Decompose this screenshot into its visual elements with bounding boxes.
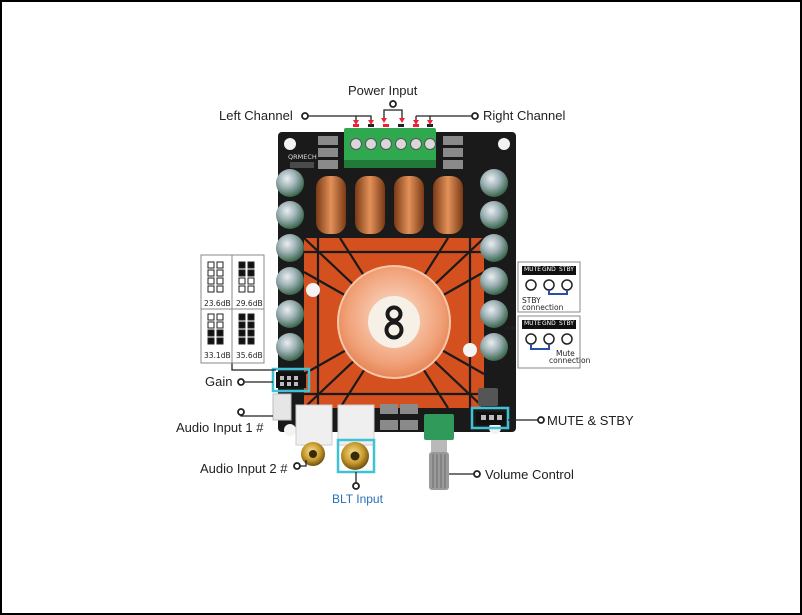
jumper-pin	[207, 321, 215, 329]
jumper-pin	[207, 285, 215, 293]
jumper-pin	[207, 329, 215, 337]
jumper-pin	[216, 321, 224, 329]
label-audio-input-1: Audio Input 1 #	[176, 420, 264, 435]
capacitors-left	[276, 169, 304, 361]
jumper-pin	[216, 269, 224, 277]
fan-logo-icon	[384, 305, 404, 340]
stby-panel	[517, 261, 581, 313]
gain-setting-3: 33.1dB	[204, 351, 231, 360]
jumper-pin	[238, 277, 246, 285]
capacitors-right	[480, 169, 508, 361]
jumper-pin	[238, 261, 246, 269]
mute-panel-caption-1: Mute	[556, 349, 575, 358]
stby-panel-pin-gnd: GND	[542, 266, 556, 273]
callout-dots	[237, 100, 545, 490]
jumper-pin	[247, 277, 255, 285]
volume-potentiometer	[424, 414, 454, 490]
label-power-input: Power Input	[348, 83, 418, 98]
jumper-pin	[207, 277, 215, 285]
mute-panel-caption-2: connection	[549, 356, 591, 365]
gain-setting-2: 29.6dB	[236, 299, 263, 308]
jumper-pin	[216, 261, 224, 269]
mute-panel-pin-mute: MUTE	[524, 320, 542, 327]
label-mute-stby: MUTE & STBY	[547, 413, 634, 428]
gain-setting-1: 23.6dB	[204, 299, 231, 308]
jumper-pin	[247, 261, 255, 269]
jumper-pin	[216, 277, 224, 285]
label-volume-control: Volume Control	[485, 467, 574, 482]
jumper-pin	[216, 337, 224, 345]
stby-panel-pin-mute: MUTE	[524, 266, 542, 273]
jumper-pin	[247, 329, 255, 337]
jumper-pin	[216, 329, 224, 337]
lower-components	[380, 388, 498, 430]
label-blt-input: BLT Input	[332, 492, 383, 506]
label-left-channel: Left Channel	[219, 108, 293, 123]
top-small-components	[290, 136, 463, 169]
gain-jumper-icons	[207, 261, 255, 345]
label-right-channel: Right Channel	[483, 108, 566, 123]
jumper-pin	[238, 269, 246, 277]
jumper-pin	[207, 337, 215, 345]
cooling-fan	[337, 265, 451, 379]
stby-panel-caption-2: connection	[522, 303, 564, 312]
audio-input-1-connector	[272, 393, 292, 421]
gain-setting-4: 35.6dB	[236, 351, 263, 360]
spacer-nub	[463, 343, 477, 357]
mute-stby-header	[476, 412, 506, 425]
gain-highlight-box	[271, 367, 311, 393]
board-marking: QRMECH	[288, 153, 317, 161]
inductors	[316, 176, 463, 234]
polarity-marks	[353, 124, 433, 127]
jumper-pin	[247, 337, 255, 345]
mute-stby-highlight-box	[470, 406, 510, 430]
label-audio-input-2: Audio Input 2 #	[200, 461, 288, 476]
rca-jacks	[295, 404, 375, 470]
jumper-pin	[207, 269, 215, 277]
stby-panel-caption-1: STBY	[522, 296, 541, 305]
spacer-nub	[306, 283, 320, 297]
mute-panel	[517, 315, 581, 369]
mount-hole	[284, 138, 296, 150]
jumper-pin	[216, 313, 224, 321]
mount-hole	[284, 424, 296, 436]
mute-panel-pin-stby: STBY	[559, 320, 574, 327]
stby-panel-pin-stby: STBY	[559, 266, 574, 273]
gain-jumper-header	[276, 372, 306, 388]
jumper-pin	[238, 321, 246, 329]
jumper-pin	[238, 285, 246, 293]
jumper-pin	[247, 269, 255, 277]
down-arrows	[353, 118, 433, 125]
jumper-pin	[207, 261, 215, 269]
label-gain: Gain	[205, 374, 233, 389]
jumper-pin	[238, 329, 246, 337]
jumper-pin	[247, 285, 255, 293]
jumper-pin	[247, 321, 255, 329]
power-terminal-block	[344, 128, 436, 168]
jumper-pin	[238, 313, 246, 321]
jumper-pin	[247, 313, 255, 321]
jumper-pin	[238, 337, 246, 345]
jumper-pin	[216, 285, 224, 293]
mute-panel-pin-gnd: GND	[542, 320, 556, 327]
jumper-pin	[207, 313, 215, 321]
mount-hole	[498, 138, 510, 150]
